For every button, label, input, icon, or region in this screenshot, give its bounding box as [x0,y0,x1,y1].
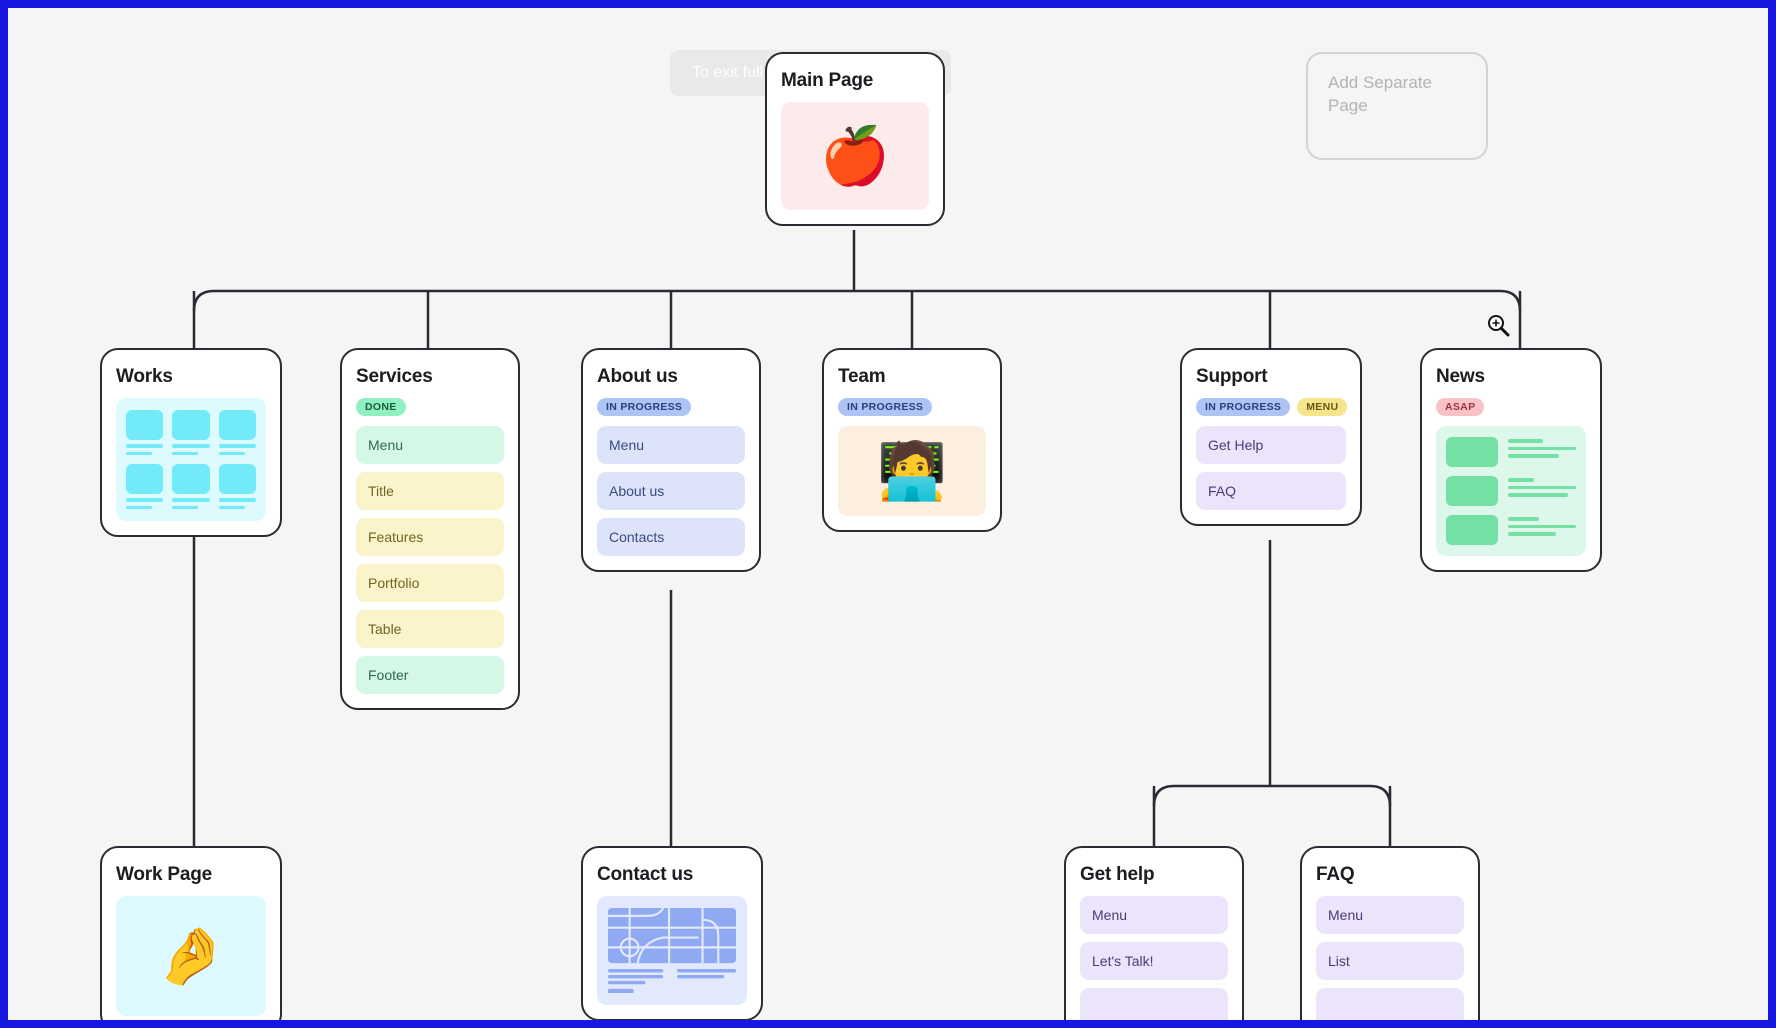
add-separate-page-label: Add Separate Page [1328,73,1432,115]
list-item[interactable]: FAQ [1196,472,1346,510]
node-works[interactable]: Works [100,348,282,537]
node-work-page[interactable]: Work Page 🤌 [100,846,282,1020]
node-title: Works [116,366,173,387]
zoom-in-cursor [1486,313,1512,344]
node-news[interactable]: News ASAP [1420,348,1602,572]
list-item[interactable]: Let's Talk! [1080,942,1228,980]
node-title: FAQ [1316,864,1355,885]
node-contact-us[interactable]: Contact us [581,846,763,1020]
node-item-list: Menu List [1316,896,1464,1020]
list-item[interactable] [1080,988,1228,1020]
status-badges: ASAP [1436,398,1586,416]
node-title: News [1436,366,1485,387]
list-item[interactable]: Menu [356,426,504,464]
node-about-us[interactable]: About us IN PROGRESS Menu About us Conta… [581,348,761,572]
map-thumbnail [597,896,747,1005]
node-support[interactable]: Support IN PROGRESS MENU Get Help FAQ [1180,348,1362,526]
list-item[interactable]: Menu [1316,896,1464,934]
node-team[interactable]: Team IN PROGRESS 🧑‍💻 [822,348,1002,532]
node-get-help[interactable]: Get help Menu Let's Talk! [1064,846,1244,1020]
node-title: Contact us [597,864,694,885]
node-item-list: Menu About us Contacts [597,426,745,556]
list-item[interactable]: Title [356,472,504,510]
news-list-thumbnail [1436,426,1586,556]
sitemap-canvas[interactable]: To exit full screen, press and hold Add … [8,8,1768,1020]
node-title: Support [1196,366,1268,387]
list-item[interactable]: Portfolio [356,564,504,602]
list-item[interactable]: List [1316,942,1464,980]
list-item[interactable]: Menu [1080,896,1228,934]
list-item[interactable]: Table [356,610,504,648]
pinched-fingers-icon: 🤌 [116,896,266,1016]
menu-badge: MENU [1297,398,1348,416]
works-grid-thumbnail [116,398,266,521]
node-faq[interactable]: FAQ Menu List [1300,846,1480,1020]
status-badges: IN PROGRESS [838,398,986,416]
node-title: About us [597,366,678,387]
node-title: Team [838,366,886,387]
apple-icon: 🍎 [781,102,929,210]
node-title: Services [356,366,433,387]
status-badge: ASAP [1436,398,1485,416]
list-item[interactable] [1316,988,1464,1020]
list-item[interactable]: About us [597,472,745,510]
node-title: Get help [1080,864,1155,885]
add-separate-page-placeholder[interactable]: Add Separate Page [1306,52,1488,160]
list-item[interactable]: Features [356,518,504,556]
person-with-laptop-icon: 🧑‍💻 [838,426,986,516]
status-badge: IN PROGRESS [597,398,692,416]
list-item[interactable]: Footer [356,656,504,694]
status-badges: IN PROGRESS [597,398,745,416]
node-services[interactable]: Services DONE Menu Title Features Portfo… [340,348,520,710]
node-item-list: Get Help FAQ [1196,426,1346,510]
status-badges: IN PROGRESS MENU [1196,398,1348,416]
status-badge: IN PROGRESS [838,398,933,416]
status-badge: IN PROGRESS [1196,398,1291,416]
status-badges: DONE [356,398,504,416]
list-item[interactable]: Get Help [1196,426,1346,464]
node-title: Work Page [116,864,213,885]
list-item[interactable]: Contacts [597,518,745,556]
list-item[interactable]: Menu [597,426,745,464]
node-main-page[interactable]: Main Page 🍎 [765,52,945,226]
node-item-list: Menu Let's Talk! [1080,896,1228,1020]
status-badge: DONE [356,398,406,416]
node-item-list: Menu Title Features Portfolio Table Foot… [356,426,504,694]
node-title: Main Page [781,70,874,91]
